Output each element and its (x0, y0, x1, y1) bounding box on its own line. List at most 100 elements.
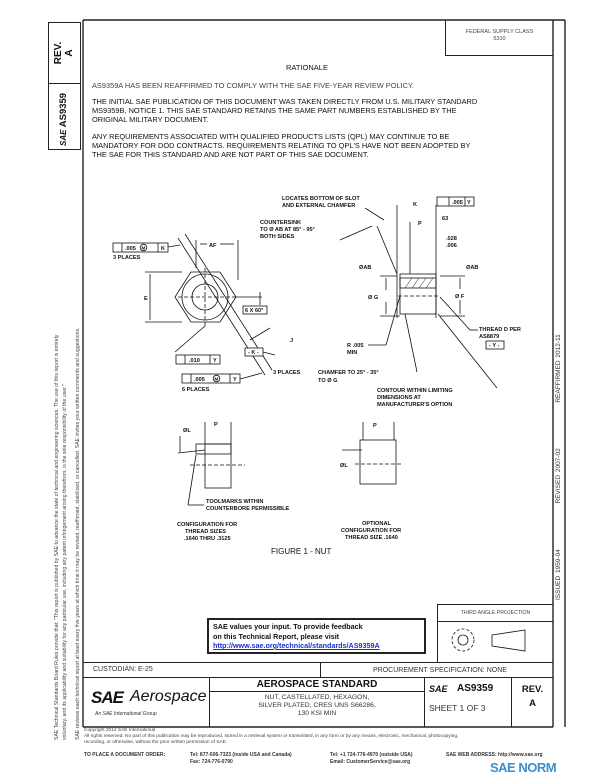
dim-f: Ø F (455, 294, 465, 300)
countersink-line-3: BOTH SIDES (260, 234, 294, 240)
fcf-2-value: .010 (189, 358, 200, 364)
countersink-line-1: COUNTERSINK (260, 220, 301, 226)
desc-line-3: 130 KSI MIN (297, 710, 337, 717)
watermark: SAE NORM (490, 760, 557, 775)
standard-type: AEROSPACE STANDARD (210, 678, 424, 692)
dim-e: E (144, 296, 148, 302)
fcf-position-y (181, 373, 241, 384)
fax: Fax: 724-776-0790 (190, 759, 233, 765)
fcf-3-modifier-circle (212, 374, 221, 383)
dim-k: K (413, 202, 417, 208)
footer: Copyright 2012 SAE International All rig… (84, 728, 458, 746)
dim-p-right: P (373, 423, 377, 429)
order-label: TO PLACE A DOCUMENT ORDER: (84, 752, 166, 758)
rationale-p3-l2: MANDATORY FOR DOD CONTRACTS. REQUIREMENT… (92, 141, 471, 150)
datum-y: - Y - (489, 343, 499, 349)
surface-finish: 63 (442, 216, 448, 222)
dim-af: AF (209, 243, 217, 249)
contour-line-1: CONTOUR WITHIN LIMITING (377, 388, 453, 394)
thread-line-1: THREAD D PER (479, 327, 521, 333)
three-places-2: 3 PLACES (273, 370, 301, 376)
fsc-value: 5310 (493, 36, 506, 42)
projection-box: THIRD ANGLE PROJECTION (437, 604, 553, 662)
doc-number-cell: SAE AS9359 SHEET 1 OF 3 (425, 678, 512, 727)
fcf-perpendicularity (436, 196, 475, 207)
rationale-p3-l1: ANY REQUIREMENTS ASSOCIATED WITH QUALIFI… (92, 132, 450, 141)
label-j: J (290, 338, 293, 344)
feedback-line-2: on this Technical Report, please visit (213, 631, 340, 641)
doc-number: AS9359 (457, 683, 494, 694)
six-x-60: 6 X 60° (245, 308, 263, 314)
feedback-box: SAE values your input. To provide feedba… (207, 618, 426, 654)
fcf-3-value: .005 (194, 377, 205, 383)
sae-aerospace-logo: SAE Aerospace An SAE International Group (83, 678, 210, 727)
dim-p-left: P (214, 422, 218, 428)
figure-caption: FIGURE 1 - NUT (271, 547, 332, 556)
procurement-spec: PROCUREMENT SPECIFICATION: NONE (373, 667, 507, 674)
fcf-3-modifier: M (215, 377, 219, 382)
fcf-2-datum: Y (213, 358, 217, 364)
rights-line-1: All rights reserved. No part of this pub… (84, 734, 459, 739)
toolmarks-line-2: COUNTERBORE PERMISSIBLE (206, 506, 290, 512)
perp-value: .005 (452, 200, 463, 206)
datum-k: - K - (248, 350, 259, 356)
sheet-number: SHEET 1 OF 3 (429, 703, 486, 713)
custodian: CUSTODIAN: E-25 (93, 666, 153, 673)
federal-supply-class-box: FEDERAL SUPPLY CLASS 5310 (445, 20, 553, 56)
web-address[interactable]: SAE WEB ADDRESS: http://www.sae.org (446, 752, 543, 758)
rights-line-2: recording, or otherwise, without the pri… (84, 740, 228, 745)
custodian-row: CUSTODIAN: E-25 PROCUREMENT SPECIFICATIO… (83, 662, 553, 678)
rationale-p2-l1: THE INITIAL SAE PUBLICATION OF THIS DOCU… (92, 97, 478, 106)
contour-line-3: MANUFACTURER'S OPTION (377, 402, 452, 408)
chamfer-line-2: TO Ø G (318, 378, 337, 384)
optional-line-1: OPTIONAL (362, 521, 391, 527)
dim-l-right: ØL (340, 463, 348, 469)
rationale-p1: AS9359A HAS BEEN REAFFIRMED TO COMPLY WI… (92, 81, 414, 90)
dim-ab-right: ØAB (466, 265, 478, 271)
dim-ab-left: ØAB (359, 265, 371, 271)
optional-line-3: THREAD SIZE .1640 (345, 535, 398, 541)
dim-g: Ø G (368, 295, 378, 301)
config-line-1: CONFIGURATION FOR (177, 522, 237, 528)
hex-outline (174, 271, 237, 323)
datum-y-box (485, 340, 505, 350)
tel-inside: Tel: 877-606-7323 (inside USA and Canada… (190, 752, 292, 758)
toolmarks-line-1: TOOLMARKS WITHIN (206, 499, 263, 505)
locates-line-2: AND EXTERNAL CHAMFER (282, 203, 355, 209)
countersink-line-2: TO Ø AB AT 85° - 95° (260, 227, 315, 233)
doc-sae-logo: SAE (429, 684, 448, 694)
fcf-runout-y (175, 354, 221, 365)
fsc-label: FEDERAL SUPPLY CLASS (465, 29, 534, 35)
tel-outside: Tel: +1 724-776-4970 (outside USA) (330, 752, 413, 758)
fcf-1-value: .005 (125, 246, 136, 252)
rationale-title: RATIONALE (286, 63, 328, 72)
rev-cell: REV. A (512, 683, 553, 711)
dim-028: .028 (446, 236, 457, 242)
copyright: Copyright 2012 SAE International (84, 728, 156, 733)
logo-aerospace: Aerospace (130, 688, 207, 705)
chamfer-line-1: CHAMFER TO 25° - 35° (318, 370, 379, 376)
perp-datum: Y (467, 200, 471, 206)
dim-p: P (418, 221, 422, 227)
fcf-1-modifier-circle (139, 243, 148, 252)
fcf-3-datum: Y (233, 377, 237, 383)
title-block: SAE Aerospace An SAE International Group… (83, 678, 553, 727)
thread-line-2: AS8879 (479, 334, 499, 340)
locates-line-1: LOCATES BOTTOM OF SLOT (282, 196, 360, 202)
title-cell: AEROSPACE STANDARD NUT, CASTELLATED, HEX… (210, 678, 425, 727)
six-x-60-box (242, 305, 268, 315)
desc-line-2: SILVER PLATED, CRES UNS S66286, (258, 702, 376, 709)
contour-line-2: DIMENSIONS AT (377, 395, 421, 401)
optional-line-2: CONFIGURATION FOR (341, 528, 401, 534)
email: Email: CustomerService@sae.org (330, 759, 411, 765)
dim-l-left: ØL (183, 428, 191, 434)
config-line-3: .1640 THRU .3125 (184, 536, 231, 542)
config-line-2: THREAD SIZES (185, 529, 226, 535)
feedback-link[interactable]: http://www.sae.org/technical/standards/A… (213, 641, 380, 650)
datum-k-box (244, 347, 264, 357)
dim-006: .006 (446, 243, 457, 249)
radius-line-1: R .005 (347, 343, 363, 349)
rationale-p3-l3: THE SAE FOR THIS STANDARD AND ARE NOT PA… (92, 150, 369, 159)
